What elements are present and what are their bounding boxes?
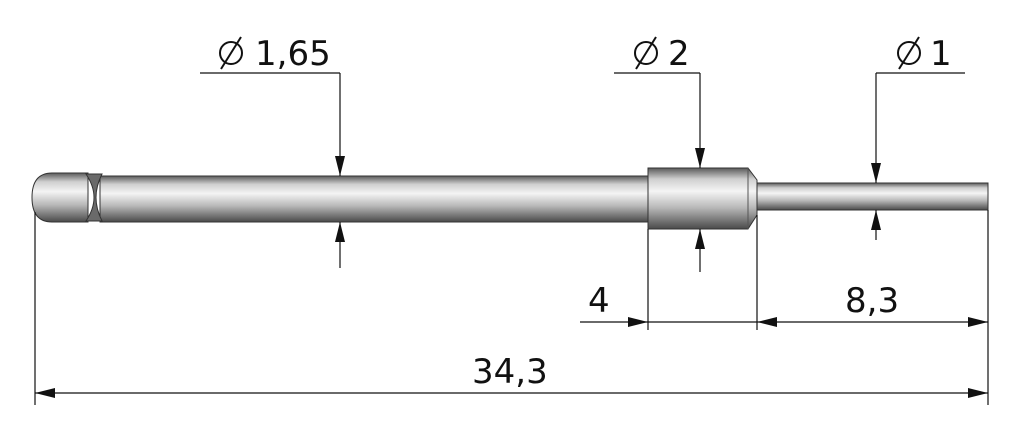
dim-collar-length-text: 4 bbox=[588, 281, 610, 321]
pin-shaft bbox=[99, 175, 651, 223]
dim-diameter-main-text: 1,65 bbox=[255, 34, 331, 74]
pin-groove bbox=[85, 173, 103, 222]
dim-diameter-collar-text: 2 bbox=[668, 34, 690, 74]
pin-body bbox=[31, 167, 989, 230]
dim-diameter-tip-text: 1 bbox=[930, 34, 952, 74]
diameter-icon-main bbox=[219, 36, 243, 70]
pin-collar bbox=[647, 167, 758, 230]
diameter-icon-tip bbox=[897, 36, 921, 70]
dimension-lines bbox=[34, 72, 989, 405]
diameter-icon-collar bbox=[634, 36, 658, 70]
pin-tip bbox=[754, 182, 989, 211]
dim-tip-length-text: 8,3 bbox=[845, 281, 899, 321]
dim-overall-length-text: 34,3 bbox=[472, 352, 548, 392]
pin-head bbox=[31, 172, 89, 223]
